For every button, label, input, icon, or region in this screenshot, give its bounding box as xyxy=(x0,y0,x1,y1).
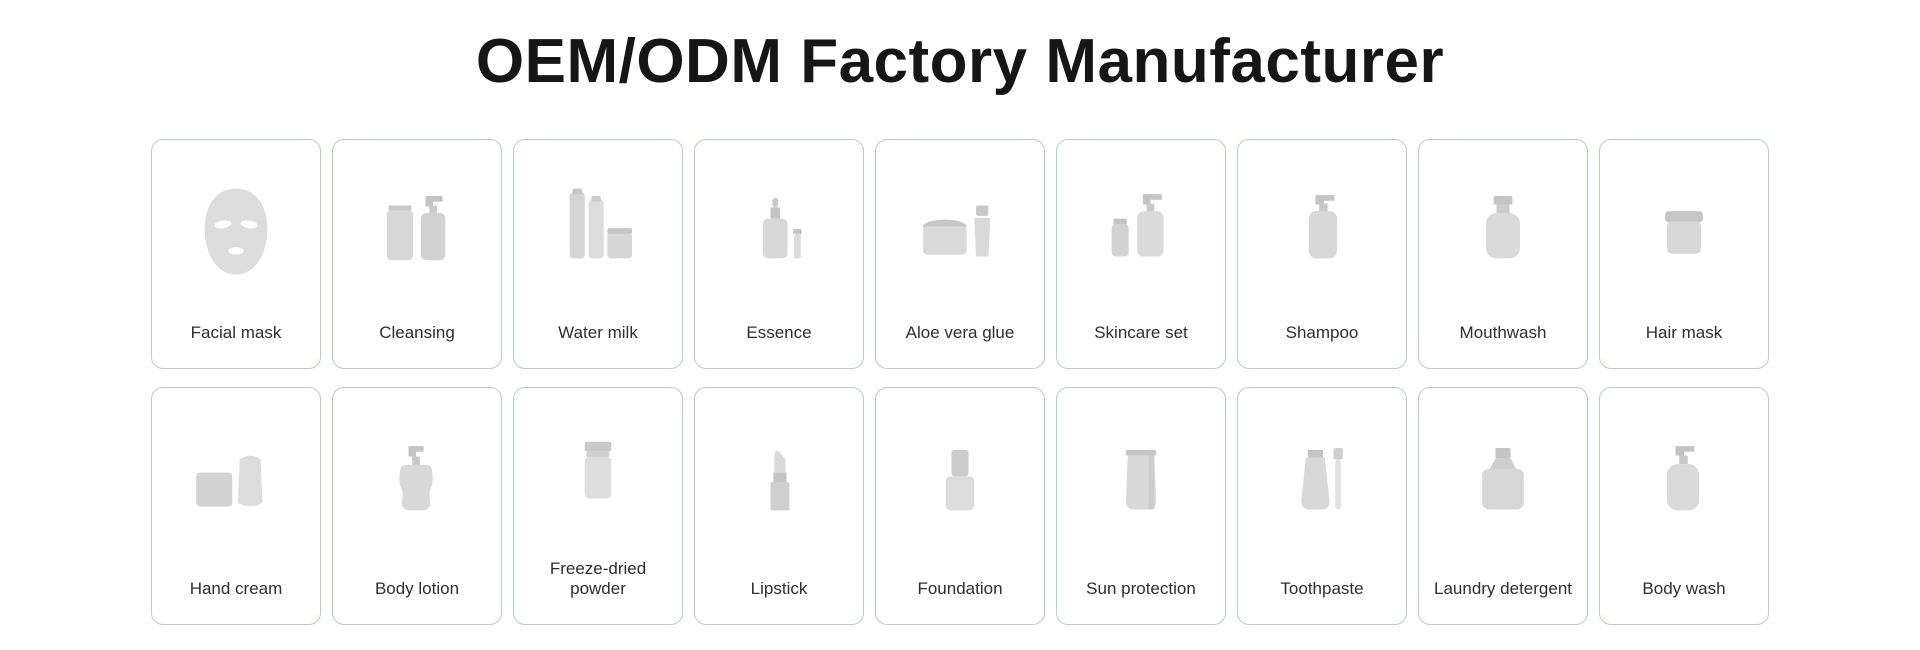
card-label: Facial mask xyxy=(190,323,282,343)
product-category-grid: Facial mask Cleansing xyxy=(0,138,1920,625)
card-cleansing[interactable]: Cleansing xyxy=(332,138,502,369)
water-milk-icon xyxy=(569,188,633,259)
card-label: Skincare set xyxy=(1094,323,1188,343)
card-image-area xyxy=(1238,388,1406,580)
cleansing-icon xyxy=(386,196,446,261)
card-image-area xyxy=(152,140,320,324)
card-image-area xyxy=(1600,388,1768,580)
skincare-set-icon xyxy=(1111,194,1164,257)
card-label: Laundry detergent xyxy=(1434,579,1572,599)
toothpaste-icon xyxy=(1301,448,1343,510)
card-image-area xyxy=(876,140,1044,324)
body-wash-icon xyxy=(1666,446,1700,511)
card-label: Hand cream xyxy=(189,579,283,599)
card-image-area xyxy=(1419,388,1587,580)
hand-cream-icon xyxy=(196,455,263,507)
card-water-milk[interactable]: Water milk xyxy=(513,138,683,369)
card-image-area xyxy=(514,388,682,559)
card-label: Mouthwash xyxy=(1459,323,1547,343)
card-label: Aloe vera glue xyxy=(905,323,1015,343)
card-image-area xyxy=(876,388,1044,580)
card-image-area xyxy=(1238,140,1406,324)
facial-mask-icon xyxy=(204,188,268,275)
card-image-area xyxy=(1057,140,1225,324)
card-mouthwash[interactable]: Mouthwash xyxy=(1418,138,1588,369)
page-title: OEM/ODM Factory Manufacturer xyxy=(475,27,1445,96)
mouthwash-icon xyxy=(1485,196,1521,259)
card-label: Water milk xyxy=(558,323,638,343)
card-foundation[interactable]: Foundation xyxy=(875,386,1045,625)
card-image-area xyxy=(1057,388,1225,580)
card-label: Body wash xyxy=(1642,579,1726,599)
card-label: Toothpaste xyxy=(1280,579,1364,599)
essence-icon xyxy=(762,198,802,259)
card-label: Foundation xyxy=(917,579,1003,599)
card-image-area xyxy=(333,388,501,580)
card-hair-mask[interactable]: Hair mask xyxy=(1599,138,1769,369)
card-image-area xyxy=(695,140,863,324)
card-label: Essence xyxy=(746,323,812,343)
card-aloe-vera-glue[interactable]: Aloe vera glue xyxy=(875,138,1045,369)
lipstick-icon xyxy=(770,451,790,511)
card-lipstick[interactable]: Lipstick xyxy=(694,386,864,625)
card-label: Shampoo xyxy=(1285,323,1359,343)
card-facial-mask[interactable]: Facial mask xyxy=(151,138,321,369)
foundation-icon xyxy=(945,450,975,511)
card-toothpaste[interactable]: Toothpaste xyxy=(1237,386,1407,625)
card-image-area xyxy=(514,140,682,324)
card-label: Cleansing xyxy=(379,323,455,343)
card-label: Hair mask xyxy=(1645,323,1723,343)
hair-mask-icon xyxy=(1665,211,1703,255)
sun-protection-icon xyxy=(1125,450,1157,510)
card-skincare-set[interactable]: Skincare set xyxy=(1056,138,1226,369)
card-label: Sun protection xyxy=(1086,579,1196,599)
card-image-area xyxy=(333,140,501,324)
card-image-area xyxy=(1600,140,1768,324)
freeze-dried-powder-icon xyxy=(584,441,612,499)
card-label: Lipstick xyxy=(750,579,808,599)
card-label: Freeze-dried powder xyxy=(549,558,647,599)
body-lotion-icon xyxy=(399,446,433,511)
card-label: Body lotion xyxy=(374,579,460,599)
card-shampoo[interactable]: Shampoo xyxy=(1237,138,1407,369)
card-laundry-detergent[interactable]: Laundry detergent xyxy=(1418,386,1588,625)
laundry-detergent-icon xyxy=(1482,448,1524,510)
shampoo-icon xyxy=(1308,195,1338,259)
aloe-vera-glue-icon xyxy=(923,205,991,257)
card-image-area xyxy=(152,388,320,580)
card-image-area xyxy=(695,388,863,580)
grid-row-2: Hand cream Body lotion Freeze-dried xyxy=(151,386,1769,625)
card-sun-protection[interactable]: Sun protection xyxy=(1056,386,1226,625)
card-body-lotion[interactable]: Body lotion xyxy=(332,386,502,625)
card-body-wash[interactable]: Body wash xyxy=(1599,386,1769,625)
card-hand-cream[interactable]: Hand cream xyxy=(151,386,321,625)
card-freeze-dried-powder[interactable]: Freeze-dried powder xyxy=(513,386,683,625)
card-essence[interactable]: Essence xyxy=(694,138,864,369)
grid-row-1: Facial mask Cleansing xyxy=(151,138,1769,369)
card-image-area xyxy=(1419,140,1587,324)
